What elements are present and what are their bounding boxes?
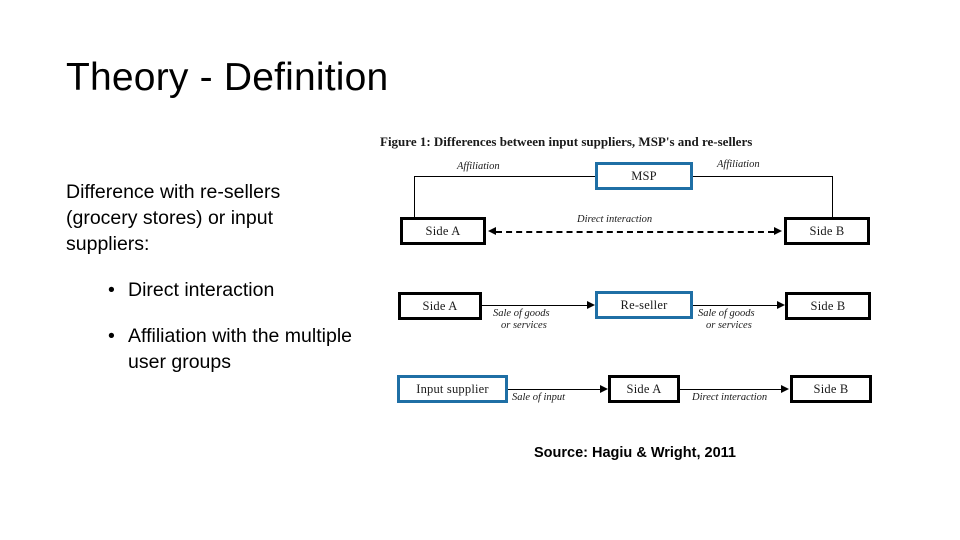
node-input-supplier[interactable]: Input supplier [397, 375, 508, 403]
bullet-marker-icon: • [108, 278, 115, 301]
edge-side-b-vertical [832, 176, 834, 217]
label-sale-of-input: Sale of input [512, 392, 566, 403]
node-msp-side-a[interactable]: Side A [400, 217, 486, 245]
bullet-label: Direct interaction [128, 278, 275, 301]
bullet-label: Affiliation with the multiple user group… [128, 324, 353, 373]
node-label: MSP [631, 168, 657, 183]
source-citation: Source: Hagiu & Wright, 2011 [534, 445, 736, 461]
node-reseller[interactable]: Re-seller [595, 291, 693, 319]
arrowhead-right-icon [781, 385, 789, 393]
figure-caption: Figure 1: Differences between input supp… [380, 134, 753, 149]
edge-affiliation-right [693, 176, 833, 178]
node-label: Side B [809, 223, 845, 238]
arrowhead-left-icon [488, 227, 496, 235]
label-affiliation-right: Affiliation [717, 159, 760, 170]
page-title: Theory - Definition [66, 56, 389, 99]
node-msp[interactable]: MSP [595, 162, 693, 190]
label-direct-interaction-msp: Direct interaction [577, 214, 653, 225]
edge-side-a-vertical [414, 176, 416, 217]
edge-sale-goods-right [693, 305, 777, 307]
list-item: • Direct interaction [66, 278, 356, 304]
edge-affiliation-left [414, 176, 595, 178]
arrowhead-right-icon [777, 301, 785, 309]
edge-direct-interaction-msp [496, 231, 774, 233]
node-msp-side-b[interactable]: Side B [784, 217, 870, 245]
label-sale-goods-left-line1: Sale of goods [493, 308, 550, 319]
node-label: Input supplier [416, 381, 489, 396]
label-direct-interaction-input: Direct interaction [692, 392, 768, 403]
edge-sale-of-input [508, 389, 600, 391]
list-item: • Affiliation with the multiple user gro… [66, 324, 356, 376]
diagram-canvas: Side A MSP Side B Affiliation Affiliatio… [372, 128, 892, 428]
bullet-list: • Direct interaction • Affiliation with … [66, 278, 356, 376]
lead-paragraph: Difference with re-sellers (grocery stor… [66, 181, 281, 255]
node-label: Side B [813, 381, 849, 396]
arrowhead-right-icon [587, 301, 595, 309]
arrowhead-right-icon [774, 227, 782, 235]
node-label: Re-seller [620, 297, 668, 312]
label-sale-goods-left-line2: or services [501, 320, 547, 331]
label-sale-goods-right-line2: or services [706, 320, 752, 331]
edge-sale-goods-left [482, 305, 587, 307]
node-label: Side A [422, 298, 458, 313]
node-label: Side A [626, 381, 662, 396]
label-sale-goods-right-line1: Sale of goods [698, 308, 755, 319]
arrowhead-right-icon [600, 385, 608, 393]
bullet-marker-icon: • [108, 324, 115, 347]
node-label: Side A [425, 223, 461, 238]
body-text-block: Difference with re-sellers (grocery stor… [66, 180, 356, 396]
node-label: Side B [810, 298, 846, 313]
edge-direct-interaction-input [680, 389, 781, 391]
node-reseller-side-a[interactable]: Side A [398, 292, 482, 320]
node-input-side-a[interactable]: Side A [608, 375, 680, 403]
figure-image: Figure 1: Differences between input supp… [372, 128, 892, 428]
node-reseller-side-b[interactable]: Side B [785, 292, 871, 320]
label-affiliation-left: Affiliation [457, 161, 500, 172]
node-input-side-b[interactable]: Side B [790, 375, 872, 403]
